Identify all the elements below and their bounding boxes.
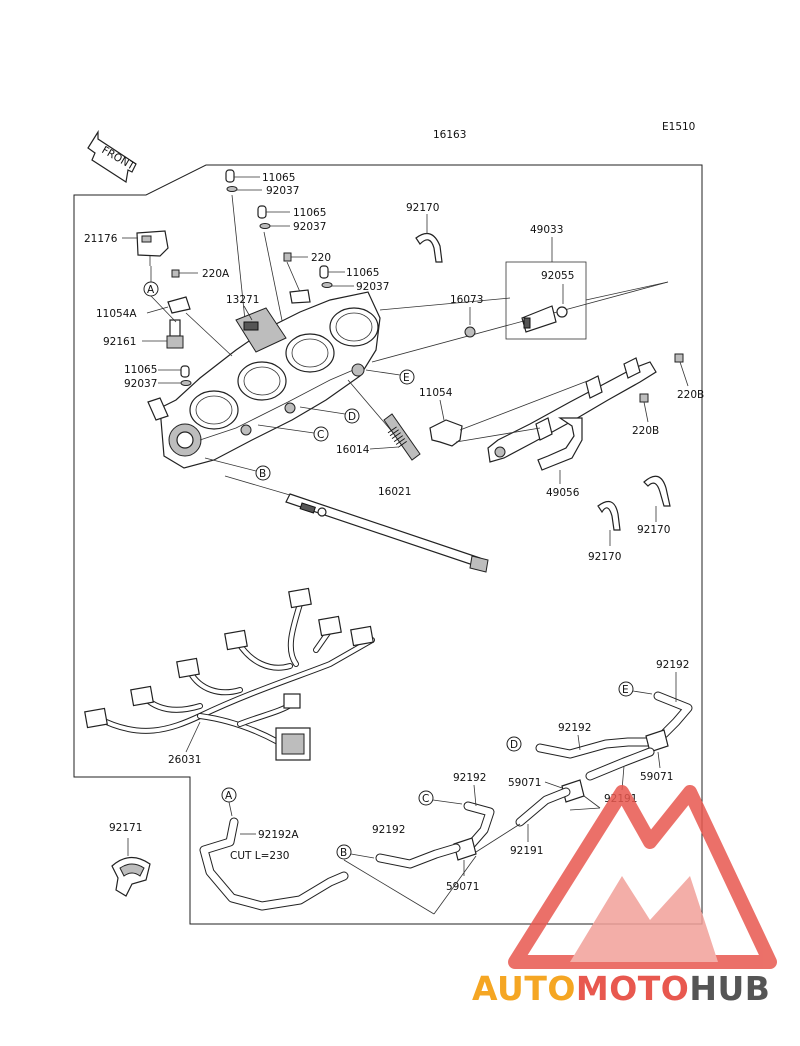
- screw-220b-upper: [674, 353, 689, 387]
- bracket-11054: [429, 379, 591, 447]
- part-16073: 16073: [450, 294, 483, 306]
- part-92192a: 92192A: [258, 829, 299, 841]
- part-92055: 92055: [541, 270, 574, 282]
- ref-e-hose: E: [622, 684, 629, 696]
- throttle-body-assembly-16163: [147, 291, 381, 469]
- part-220: 220: [311, 252, 331, 264]
- injector-49033: [521, 305, 568, 333]
- hose-92191-right: [585, 747, 655, 781]
- screw-220a: [171, 269, 198, 278]
- o-ring-16073: [464, 307, 476, 338]
- part-92192-d: 92192: [558, 722, 591, 734]
- part-92192-e: 92192: [656, 659, 689, 671]
- cut-note: CUT L=230: [230, 850, 289, 862]
- hose-92192-d: [535, 737, 655, 759]
- t-joint-59071-left: [453, 837, 477, 876]
- part-11065-second: 11065: [293, 207, 326, 219]
- part-92192-c: 92192: [453, 772, 486, 784]
- injector-group-box: [505, 261, 587, 340]
- part-11065-top: 11065: [262, 172, 295, 184]
- ref-e-throttle: E: [403, 372, 410, 384]
- watermark-part-auto: AUTO: [472, 969, 576, 1008]
- hose-92192-b: [375, 843, 461, 869]
- screw-220: [283, 252, 308, 293]
- part-220a: 220A: [202, 268, 230, 280]
- front-arrow-icon: FRONT: [87, 129, 137, 184]
- hose-92192-e: [653, 691, 693, 739]
- diagram-code: E1510: [662, 121, 695, 133]
- ref-b-throttle: B: [259, 468, 266, 480]
- watermark-part-moto: MOTO: [576, 969, 689, 1008]
- part-11065-right: 11065: [346, 267, 379, 279]
- part-11054a: 11054A: [96, 308, 137, 320]
- part-220b-lower: 220B: [632, 425, 659, 437]
- part-11065-left: 11065: [124, 364, 157, 376]
- screw-220b-lower: [639, 393, 649, 423]
- hose-92191-left: [515, 787, 571, 827]
- part-92037-right: 92037: [356, 281, 389, 293]
- shaft-16021: [224, 475, 489, 573]
- part-16163: 16163: [433, 129, 466, 141]
- part-220b-upper: 220B: [677, 389, 704, 401]
- sensor-92161: [142, 319, 184, 349]
- ref-b-hose: B: [340, 847, 347, 859]
- t-joint-59071-right: [645, 729, 669, 769]
- clip-92171: [111, 838, 151, 897]
- part-49056: 49056: [546, 487, 580, 499]
- clamp-92170-top: [415, 214, 443, 263]
- part-92170-right: 92170: [637, 524, 670, 536]
- part-59071-right: 59071: [640, 771, 673, 783]
- fuel-rail-49056: [487, 357, 657, 471]
- cap-11065-left: [158, 365, 192, 386]
- ref-c-throttle: C: [317, 429, 324, 441]
- bracket-11054a: [167, 296, 191, 314]
- part-92192-b: 92192: [372, 824, 405, 836]
- part-92161: 92161: [103, 336, 136, 348]
- watermark-text: AUTOMOTOHUB: [472, 969, 770, 1008]
- part-13271: 13271: [226, 294, 259, 306]
- cap-11065-right: [319, 265, 354, 288]
- part-92037-second: 92037: [293, 221, 326, 233]
- part-92170-lower: 92170: [588, 551, 621, 563]
- clamp-92170-lower: [597, 500, 621, 546]
- part-92170-top: 92170: [406, 202, 439, 214]
- hose-92192a: [199, 817, 349, 911]
- part-92037-top: 92037: [266, 185, 299, 197]
- part-21176: 21176: [84, 233, 118, 245]
- ref-d-throttle: D: [348, 411, 356, 423]
- watermark-part-hub: HUB: [689, 969, 770, 1008]
- ref-c-hose: C: [422, 793, 429, 805]
- part-92191-left: 92191: [510, 845, 543, 857]
- part-11054: 11054: [419, 387, 453, 399]
- part-59071-left: 59071: [446, 881, 479, 893]
- ref-a-hose: A: [225, 790, 233, 802]
- cap-11065-second: [257, 205, 290, 341]
- cap-11065-top: [225, 169, 262, 331]
- part-59071-center: 59071: [508, 777, 541, 789]
- small-bracket: [289, 289, 311, 304]
- clamp-92170-right: [643, 475, 671, 522]
- part-92171: 92171: [109, 822, 142, 834]
- part-16014: 16014: [336, 444, 370, 456]
- ref-a-sensor: A: [147, 284, 155, 296]
- hose-92192-c: [463, 801, 495, 851]
- part-16021: 16021: [378, 486, 411, 498]
- part-49033: 49033: [530, 224, 563, 236]
- automotohub-watermark-logo: [508, 785, 777, 969]
- ref-d-hose: D: [510, 739, 518, 751]
- part-26031: 26031: [168, 754, 201, 766]
- map-sensor-21176: [122, 230, 169, 266]
- wiring-harness-26031: [84, 587, 375, 761]
- part-92037-left: 92037: [124, 378, 157, 390]
